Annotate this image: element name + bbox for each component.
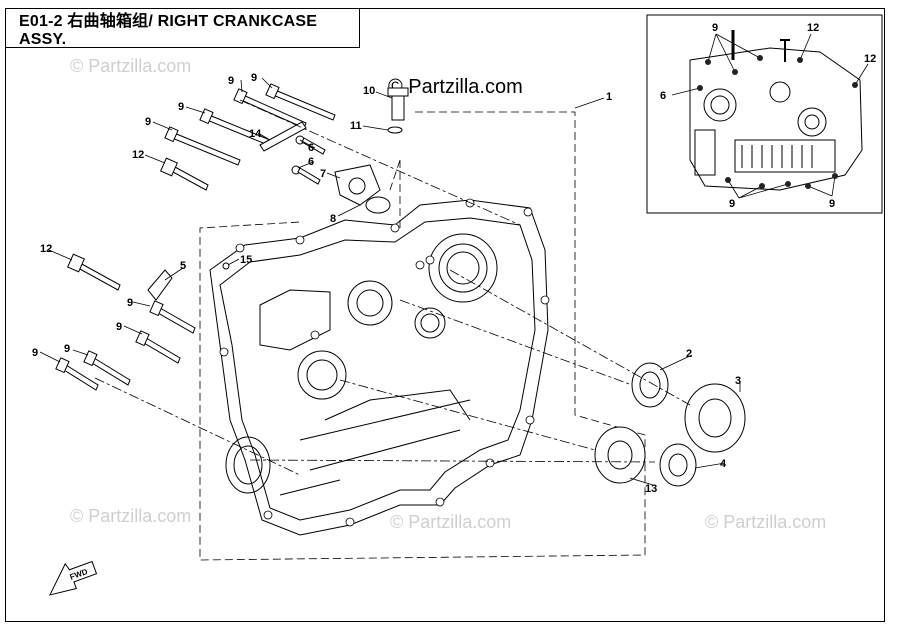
watermark: © Partzilla.com	[70, 506, 191, 526]
fwd-arrow: FWD	[49, 560, 98, 596]
callout-6: 6	[308, 142, 314, 154]
inset-callout-9: 9	[729, 198, 735, 210]
callout-9: 9	[178, 101, 184, 113]
small-parts	[147, 87, 409, 301]
callout-5: 5	[180, 260, 186, 272]
assembly-boundary	[199, 111, 646, 561]
watermark-main: © Partzilla.com	[388, 76, 523, 98]
leader-lines	[39, 77, 741, 486]
crankcase-body	[209, 199, 549, 536]
watermark: © Partzilla.com	[705, 512, 826, 532]
callout-9: 9	[228, 75, 234, 87]
callout-11: 11	[350, 120, 362, 132]
center-lines	[94, 99, 691, 476]
callout-10: 10	[363, 85, 375, 97]
crankcase-bolt-holes	[219, 198, 550, 527]
bearings	[594, 362, 746, 487]
inset-callout-lines	[671, 33, 869, 199]
inset-callout-12: 12	[807, 22, 819, 34]
callout-14: 14	[249, 128, 262, 140]
watermark: © Partzilla.com	[390, 512, 511, 532]
callout-9: 9	[127, 297, 133, 309]
callout-6: 6	[308, 156, 314, 168]
inset-callout-12: 12	[864, 53, 876, 65]
inset-frame	[646, 14, 883, 214]
callout-9: 9	[251, 72, 257, 84]
inset-callout-6: 6	[660, 90, 666, 102]
watermark: © Partzilla.com	[70, 56, 191, 76]
callout-13: 13	[645, 483, 657, 495]
callout-12: 12	[40, 243, 52, 255]
callout-3: 3	[735, 375, 741, 387]
callout-12: 12	[132, 149, 144, 161]
callout-9: 9	[64, 343, 70, 355]
callout-7: 7	[320, 168, 326, 180]
diagram-frame	[5, 8, 885, 622]
callout-4: 4	[720, 458, 727, 470]
callout-1: 1	[606, 91, 612, 103]
callout-9: 9	[145, 116, 151, 128]
callout-15: 15	[240, 254, 252, 266]
callout-8: 8	[330, 213, 336, 225]
callout-2: 2	[686, 348, 692, 360]
page-title: E01-2 右曲轴箱组/ RIGHT CRANKCASE ASSY.	[5, 8, 360, 48]
callout-9: 9	[32, 347, 38, 359]
callout-9: 9	[116, 321, 122, 333]
inset-marker-dots	[697, 55, 858, 189]
inset-engine-illustration	[689, 30, 863, 191]
inset-callout-9: 9	[712, 22, 718, 34]
inset-callout-9: 9	[829, 198, 835, 210]
